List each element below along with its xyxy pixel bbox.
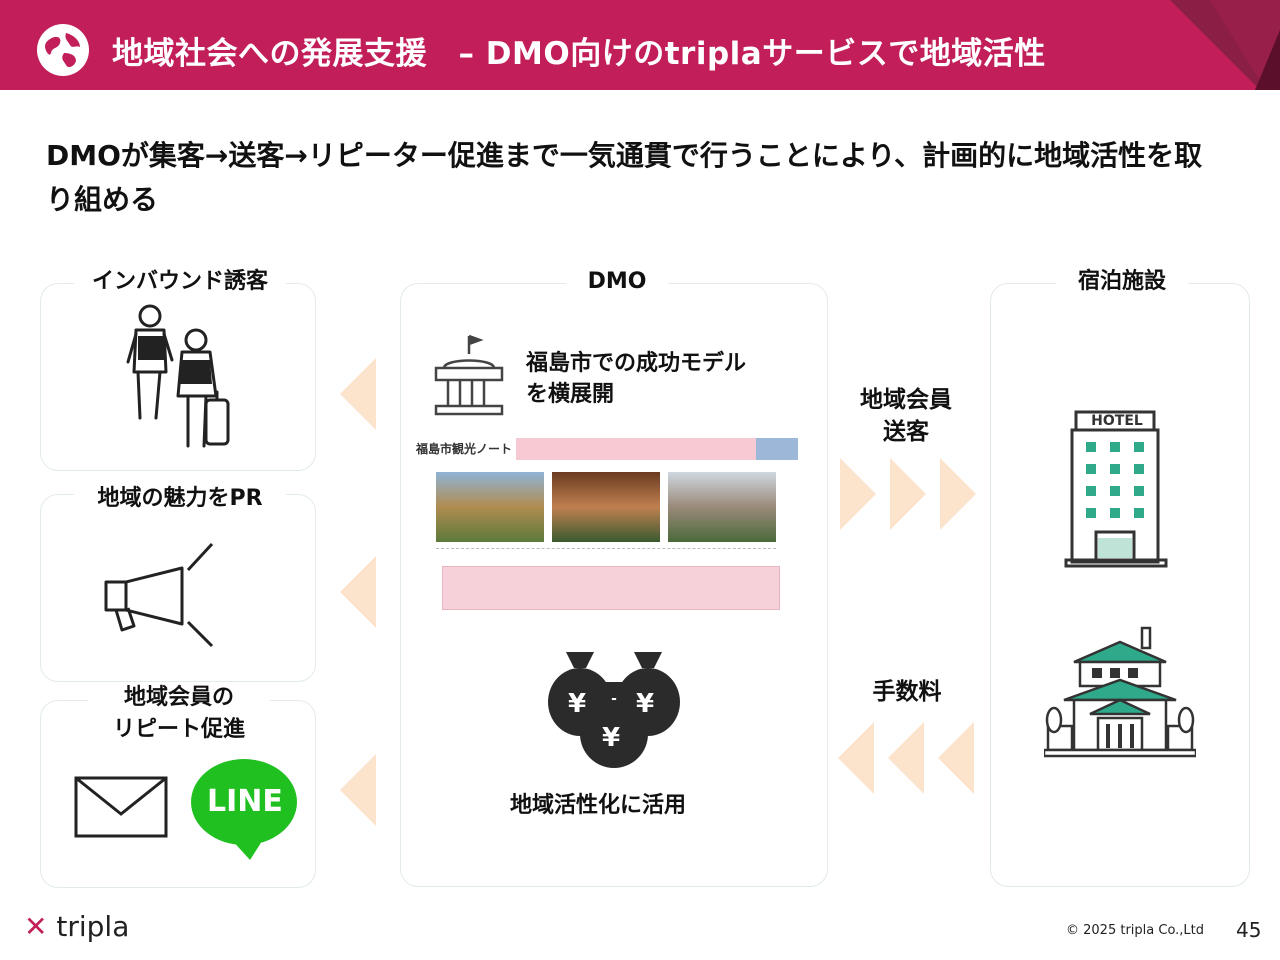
svg-text:¥: ¥ <box>568 689 586 719</box>
mail-icon <box>74 776 168 838</box>
ryokan-icon <box>1044 626 1196 758</box>
arrow-left-1 <box>340 358 376 430</box>
site-search-bar <box>442 566 780 610</box>
lead-text: DMOが集客→送客→リピーター促進まで一気通貫で行うことにより、計画的に地域活性… <box>46 139 1203 216</box>
page-title: 地域社会への発展支援 – DMO向けのtriplaサービスで地域活性 <box>112 36 1046 72</box>
site-captions <box>436 548 776 559</box>
government-building-icon <box>434 334 504 416</box>
repeat-panel-title: 地域会員の リピート促進 <box>88 682 270 746</box>
pr-panel <box>40 494 316 682</box>
svg-text:¥: ¥ <box>602 723 620 753</box>
tripla-mark-icon: ✕ <box>24 910 48 943</box>
line-label: LINE <box>207 784 283 819</box>
svg-text:¥: ¥ <box>636 689 654 719</box>
fee-label: 手数料 <box>872 679 942 705</box>
header-bar: 地域社会への発展支援 – DMO向けのtriplaサービスで地域活性 <box>0 0 1280 90</box>
photo-ryokan <box>436 472 544 542</box>
model-text: 福島市での成功モデル を横展開 <box>526 351 747 407</box>
arrows-left <box>838 722 974 794</box>
photo-inn <box>552 472 660 542</box>
dmo-panel-title: DMO <box>566 266 668 298</box>
copyright: © 2025 tripla Co.,Ltd <box>1066 923 1205 938</box>
header-corner-decoration <box>1170 0 1280 90</box>
megaphone-icon <box>104 542 214 648</box>
money-bags-icon: ¥ ¥ ¥ <box>548 652 680 768</box>
site-nav-login <box>756 438 798 460</box>
inbound-panel <box>40 283 316 471</box>
page-number: 45 <box>1236 918 1262 942</box>
arrow-left-2 <box>340 556 376 628</box>
line-icon <box>191 759 297 860</box>
tripla-logo: ✕ tripla <box>24 910 129 943</box>
fund-text: 地域活性化に活用 <box>510 793 687 818</box>
site-logo: 福島市観光ノート <box>416 442 513 456</box>
inbound-panel-title: インバウンド誘客 <box>74 266 286 298</box>
arrow-left-3 <box>340 754 376 826</box>
site-nav <box>516 438 756 460</box>
tripla-logo-text: tripla <box>56 910 130 943</box>
travelers-icon <box>126 304 230 448</box>
pr-panel-title: 地域の魅力をPR <box>74 483 286 515</box>
send-label: 地域会員 送客 <box>860 387 952 445</box>
arrows-right <box>840 458 976 530</box>
tourism-site-screenshot: 福島市観光ノート <box>416 436 798 616</box>
lodging-panel <box>990 283 1250 887</box>
hotel-icon <box>1064 410 1168 568</box>
photo-hotel <box>668 472 776 542</box>
lodging-panel-title: 宿泊施設 <box>1056 266 1188 298</box>
hotel-sign: HOTEL <box>1091 413 1143 429</box>
globe-icon <box>37 24 89 76</box>
